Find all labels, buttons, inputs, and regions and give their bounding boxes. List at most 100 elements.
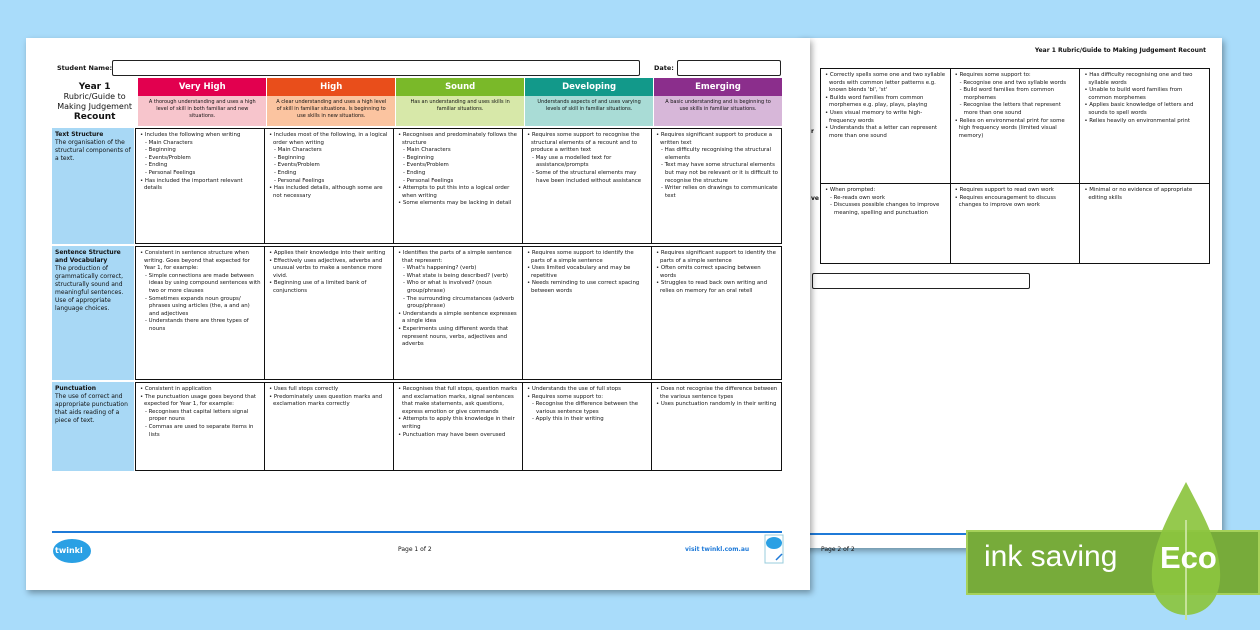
bullet-item: • Requires some support to identify the … (527, 250, 634, 264)
bullet-item: • Requires some support to: (527, 393, 604, 400)
bullet-item: • Uses punctuation randomly in their wri… (656, 401, 777, 408)
bullet-item: • Uses full stops correctly (269, 386, 339, 392)
bullet-item: - Sometimes expands noun groups/ phrases… (145, 295, 250, 317)
bullet-item: • Predominately uses question marks and … (269, 393, 383, 408)
rubric-cell: • Recognises that full stops, question m… (394, 383, 523, 470)
rubric-cell: • Consistent in sentence structure when … (136, 247, 265, 379)
bullet-item: • Does not recognise the difference betw… (656, 386, 778, 400)
leaf-icon (1151, 482, 1221, 620)
table-row: • Correctly spells some one and two syll… (820, 69, 1209, 184)
rubric-cell: • Minimal or no evidence of appropriate … (1079, 184, 1209, 263)
bullet-item: - Ending (274, 169, 297, 176)
rubric-cell: • Requires significant support to produc… (652, 129, 781, 243)
bullet-item: • Requires some support to: (954, 72, 1031, 78)
bullet-item: • Uses visual memory to write high-frequ… (825, 109, 923, 124)
level-description: Has an understanding and uses skills in … (396, 96, 525, 126)
bullet-item: • Has included details, although some ar… (269, 185, 383, 199)
rubric-cell: • Requires support to read own work• Req… (949, 184, 1080, 263)
twinkl-link[interactable]: visit twinkl.com.au (685, 546, 750, 553)
comment-field[interactable] (812, 273, 1030, 289)
criterion-title: Punctuation (55, 385, 97, 392)
bullet-item: • Correctly spells some one and two syll… (825, 72, 946, 94)
rubric-cell: • Requires significant support to identi… (652, 247, 781, 379)
bullet-item: • Requires support to read own work (954, 187, 1054, 193)
bullet-item: • When prompted: (825, 187, 876, 193)
student-name-field[interactable] (112, 60, 640, 76)
bullet-item: • Understands that a letter can represen… (825, 125, 938, 139)
bullet-item: - Personal Feelings (274, 177, 325, 184)
bullet-item: • Has difficulty recognising one and two… (1084, 72, 1193, 86)
level-description: Understands aspects of and uses varying … (525, 96, 654, 126)
bullet-item: - Recognise the difference between the v… (532, 401, 639, 415)
bullet-item: - Main Characters (403, 147, 451, 154)
bullet-item: - Events/Problem (274, 162, 320, 169)
level-description: A clear understanding and uses a high le… (267, 96, 396, 126)
level-description: A basic understanding and is beginning t… (654, 96, 782, 126)
bullet-item: - Text may have some structural elements… (661, 162, 778, 184)
level-name: Emerging (654, 78, 782, 96)
bullet-item: • Identifies the parts of a simple sente… (398, 250, 512, 264)
bullet-item: • Requires significant support to produc… (656, 132, 773, 146)
date-label: Date: (654, 64, 674, 72)
title-year: Year 1 (78, 82, 111, 92)
bullet-item: - Personal Feelings (403, 177, 454, 184)
rubric-cell: • Understands the use of full stops• Req… (523, 383, 652, 470)
bullet-item: • Uses limited vocabulary and may be rep… (527, 265, 631, 279)
table-row: • When prompted:- Re-reads own work- Dis… (820, 184, 1209, 263)
bullet-item: • Has included the important relevant de… (140, 177, 243, 192)
rubric-cell: • Has difficulty recognising one and two… (1079, 69, 1209, 183)
twinkl-logo-text: twinkl (55, 546, 83, 555)
date-field[interactable] (677, 60, 781, 76)
bullet-item: - Beginning (403, 154, 434, 161)
bullet-item: - Events/Problem (403, 162, 449, 169)
bullet-item: - What's happening? (verb) (403, 265, 477, 272)
twinkl-logo (53, 539, 91, 563)
rubric-cell: • Correctly spells some one and two syll… (820, 69, 950, 183)
bullet-item: • Unable to build word families from com… (1084, 87, 1183, 101)
bullet-item: • Attempts to put this into a logical or… (398, 185, 510, 199)
rubric-cell: • Does not recognise the difference betw… (652, 383, 781, 470)
bullet-item: • Requires some support to recognise the… (527, 132, 640, 154)
bullet-item: • Minimal or no evidence of appropriate … (1084, 187, 1193, 201)
bullet-item: • Effectively uses adjectives, adverbs a… (269, 257, 383, 279)
rubric-cell: • Applies their knowledge into their wri… (265, 247, 394, 379)
eco-label: Eco (1160, 540, 1217, 575)
bullet-item: - May use a modelled text for assistance… (532, 154, 612, 169)
bullet-item: - Understands there are three types of n… (145, 318, 249, 332)
student-name-label: Student Name: (57, 64, 113, 72)
level-name: Sound (396, 78, 525, 96)
bullet-item: • Beginning use of a limited bank of con… (269, 280, 367, 294)
title-genre: Recount (73, 112, 116, 122)
criterion-description: The use of correct and appropriate punct… (55, 393, 128, 424)
bullet-item: - Events/Problem (145, 154, 191, 161)
bullet-item: - Simple connections are made between id… (145, 272, 261, 294)
bullet-item: • Builds word families from common morph… (825, 94, 928, 109)
bullet-item: - Main Characters (274, 147, 322, 154)
bullet-item: • Recognises and predominately follows t… (398, 132, 517, 146)
bullet-item: - Build word families from common morphe… (959, 87, 1055, 101)
title-text: Rubric/Guide to Making Judgement (57, 92, 133, 111)
page-number: Page 1 of 2 (398, 546, 432, 553)
criterion-description: The production of grammatically correct,… (55, 265, 124, 312)
page-2: Year 1 Rubric/Guide to Making Judgement … (798, 38, 1222, 553)
row-cells: • Includes the following when writing - M… (135, 128, 782, 244)
criterion-description: The organisation of the structural compo… (55, 139, 131, 162)
level-name: High (267, 78, 396, 96)
bullet-item: • Includes the following when writing (140, 132, 241, 138)
page-2-header: Year 1 Rubric/Guide to Making Judgement … (1034, 47, 1206, 54)
bullet-item: • Applies their knowledge into their wri… (269, 250, 386, 256)
ink-saving-text: ink saving (984, 540, 1118, 573)
bullet-item: - Commas are used to separate items in l… (145, 423, 254, 438)
level-name: Developing (525, 78, 654, 96)
bullet-item: • Understands a simple sentence expresse… (398, 310, 517, 325)
bullet-item: • Attempts to apply this knowledge in th… (398, 416, 515, 430)
bullet-item: - Writer relies on drawings to communica… (661, 185, 778, 199)
quality-badge-icon (764, 534, 784, 564)
rubric-cell: • Includes most of the following, in a l… (265, 129, 394, 243)
